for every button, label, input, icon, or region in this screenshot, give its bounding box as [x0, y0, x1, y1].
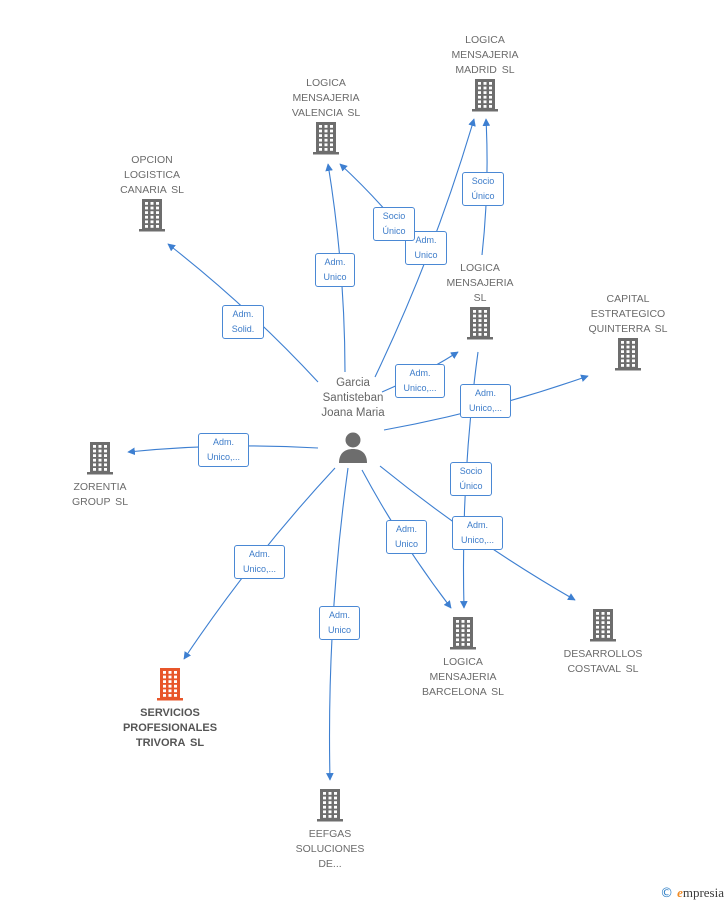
- copyright-icon: ©: [660, 886, 674, 901]
- building-icon: [138, 198, 166, 237]
- building-icon: [471, 78, 499, 117]
- company-servicios-profesionales-trivora[interactable]: SERVICIOS PROFESIONALES TRIVORA SL: [104, 667, 236, 751]
- relation-label[interactable]: Socio Único: [450, 462, 492, 496]
- person-node[interactable]: Garcia Santisteban Joana Maria: [298, 376, 408, 470]
- company-name: OPCION LOGISTICA CANARIA SL: [120, 154, 184, 196]
- building-icon: [86, 441, 114, 480]
- company-name: ZORENTIA GROUP SL: [71, 481, 129, 508]
- company-logica-mensajeria-valencia[interactable]: LOGICA MENSAJERIA VALENCIA SL: [276, 76, 376, 160]
- building-icon: [466, 306, 494, 345]
- company-logica-mensajeria-barcelona[interactable]: LOGICA MENSAJERIA BARCELONA SL: [406, 616, 520, 700]
- relation-label[interactable]: Adm. Unico: [405, 231, 447, 265]
- company-zorentia-group[interactable]: ZORENTIA GROUP SL: [50, 441, 150, 510]
- person-name: Garcia Santisteban Joana Maria: [321, 377, 385, 419]
- company-desarrollos-costaval[interactable]: DESARROLLOS COSTAVAL SL: [548, 608, 658, 677]
- relation-label[interactable]: Adm. Solid.: [222, 305, 264, 339]
- building-icon: [312, 121, 340, 160]
- company-name: SERVICIOS PROFESIONALES TRIVORA SL: [122, 707, 218, 749]
- brand-name: mpresia: [682, 885, 724, 900]
- person-icon: [339, 432, 367, 463]
- building-icon: [156, 667, 184, 706]
- building-icon: [449, 616, 477, 655]
- company-logica-mensajeria[interactable]: LOGICA MENSAJERIA SL: [430, 261, 530, 345]
- building-icon: [614, 337, 642, 376]
- building-icon: [316, 788, 344, 827]
- relation-label[interactable]: Socio Único: [462, 172, 504, 206]
- company-capital-estrategico-quinterra[interactable]: CAPITAL ESTRATEGICO QUINTERRA SL: [573, 292, 683, 376]
- company-eefgas-soluciones[interactable]: EEFGAS SOLUCIONES DE...: [280, 788, 380, 872]
- relation-label[interactable]: Adm. Unico: [319, 606, 360, 640]
- building-icon: [589, 608, 617, 647]
- company-opcion-logistica-canaria[interactable]: OPCION LOGISTICA CANARIA SL: [102, 153, 202, 237]
- relation-label[interactable]: Adm. Unico,...: [234, 545, 285, 579]
- relation-label[interactable]: Adm. Unico: [315, 253, 355, 287]
- relation-label[interactable]: Adm. Unico,...: [395, 364, 445, 398]
- company-name: DESARROLLOS COSTAVAL SL: [563, 648, 643, 675]
- relation-label[interactable]: Adm. Unico,...: [460, 384, 511, 418]
- brand-initial: e: [677, 885, 683, 900]
- brand-footer: ©empresia: [660, 885, 724, 901]
- company-name: CAPITAL ESTRATEGICO QUINTERRA SL: [588, 293, 668, 335]
- company-logica-mensajeria-madrid[interactable]: LOGICA MENSAJERIA MADRID SL: [435, 33, 535, 117]
- company-name: LOGICA MENSAJERIA VALENCIA SL: [291, 77, 361, 119]
- company-name: LOGICA MENSAJERIA BARCELONA SL: [422, 656, 504, 698]
- company-name: LOGICA MENSAJERIA SL: [446, 262, 514, 304]
- relation-label[interactable]: Adm. Unico,...: [452, 516, 503, 550]
- relation-label[interactable]: Adm. Unico,...: [198, 433, 249, 467]
- relation-label[interactable]: Socio Único: [373, 207, 415, 241]
- relation-label[interactable]: Adm. Unico: [386, 520, 427, 554]
- company-name: EEFGAS SOLUCIONES DE...: [295, 828, 365, 870]
- company-name: LOGICA MENSAJERIA MADRID SL: [451, 34, 519, 76]
